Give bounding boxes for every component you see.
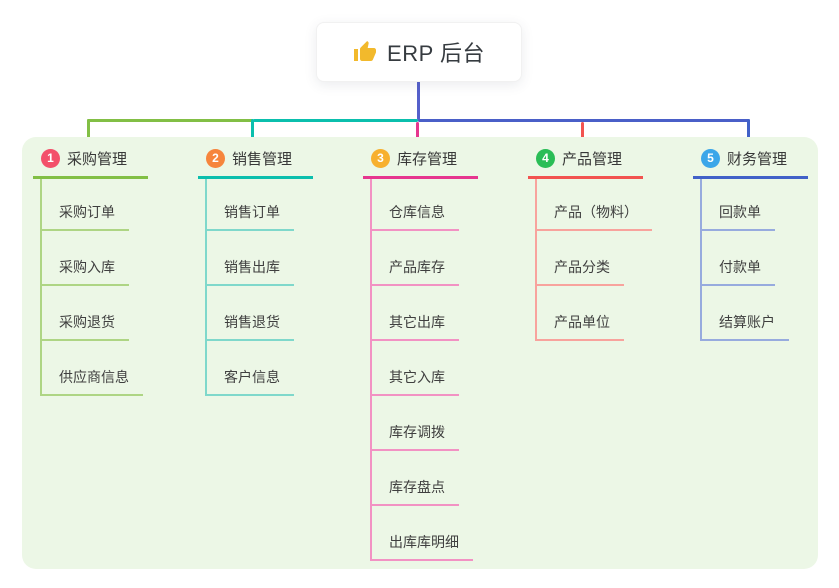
branch-children: 回款单付款单结算账户: [700, 179, 789, 341]
child-node[interactable]: 其它出库: [372, 286, 459, 341]
branch-number-badge: 5: [701, 149, 720, 168]
child-node[interactable]: 产品库存: [372, 231, 459, 286]
child-node[interactable]: 供应商信息: [42, 341, 143, 396]
child-node[interactable]: 付款单: [702, 231, 775, 286]
branch-children: 采购订单采购入库采购退货供应商信息: [40, 179, 143, 396]
branch-number-badge: 2: [206, 149, 225, 168]
branch-children: 销售订单销售出库销售退货客户信息: [205, 179, 294, 396]
root-title: ERP 后台: [387, 41, 485, 66]
root-node[interactable]: ERP 后台: [316, 22, 522, 82]
branch-node[interactable]: 4 产品管理: [528, 147, 643, 179]
branch-label: 财务管理: [727, 151, 788, 168]
child-node[interactable]: 产品（物料）: [537, 179, 652, 231]
child-node[interactable]: 产品分类: [537, 231, 624, 286]
child-node[interactable]: 客户信息: [207, 341, 294, 396]
connector-trunk-green: [87, 119, 253, 122]
connector-drop-3: [416, 122, 419, 148]
branch-label: 采购管理: [67, 151, 128, 168]
child-node[interactable]: 采购订单: [42, 179, 129, 231]
child-node[interactable]: 销售出库: [207, 231, 294, 286]
branch-number-badge: 3: [371, 149, 390, 168]
branches-panel: [22, 137, 818, 569]
child-node[interactable]: 产品单位: [537, 286, 624, 341]
branch-number-badge: 1: [41, 149, 60, 168]
branch-column: 4 产品管理 产品（物料）产品分类产品单位: [528, 147, 693, 341]
branch-column: 5 财务管理 回款单付款单结算账户: [693, 147, 839, 341]
branch-label: 库存管理: [397, 151, 458, 168]
connector-root-vertical: [417, 81, 420, 120]
child-node[interactable]: 库存盘点: [372, 451, 459, 506]
branch-number-badge: 4: [536, 149, 555, 168]
connector-drop-4: [581, 122, 584, 148]
branch-node[interactable]: 1 采购管理: [33, 147, 148, 179]
connector-drop-1: [87, 119, 90, 148]
child-node[interactable]: 其它入库: [372, 341, 459, 396]
branch-node[interactable]: 2 销售管理: [198, 147, 313, 179]
branch-label: 销售管理: [232, 151, 293, 168]
child-node[interactable]: 结算账户: [702, 286, 789, 341]
branch-label: 产品管理: [562, 151, 623, 168]
child-node[interactable]: 出库库明细: [372, 506, 473, 561]
branch-column: 3 库存管理 仓库信息产品库存其它出库其它入库库存调拨库存盘点出库库明细: [363, 147, 528, 561]
child-node[interactable]: 回款单: [702, 179, 775, 231]
child-node[interactable]: 销售退货: [207, 286, 294, 341]
branch-column: 2 销售管理 销售订单销售出库销售退货客户信息: [198, 147, 363, 396]
child-node[interactable]: 库存调拨: [372, 396, 459, 451]
branch-column: 1 采购管理 采购订单采购入库采购退货供应商信息: [33, 147, 198, 396]
branch-node[interactable]: 3 库存管理: [363, 147, 478, 179]
child-node[interactable]: 采购退货: [42, 286, 129, 341]
branch-children: 仓库信息产品库存其它出库其它入库库存调拨库存盘点出库库明细: [370, 179, 473, 561]
connector-trunk-teal: [253, 119, 418, 122]
connector-drop-2: [251, 119, 254, 148]
thumbs-up-icon: [354, 41, 377, 61]
branch-node[interactable]: 5 财务管理: [693, 147, 808, 179]
child-node[interactable]: 销售订单: [207, 179, 294, 231]
connector-trunk-blue: [418, 119, 750, 122]
connector-drop-5: [747, 119, 750, 148]
child-node[interactable]: 采购入库: [42, 231, 129, 286]
child-node[interactable]: 仓库信息: [372, 179, 459, 231]
branch-children: 产品（物料）产品分类产品单位: [535, 179, 652, 341]
